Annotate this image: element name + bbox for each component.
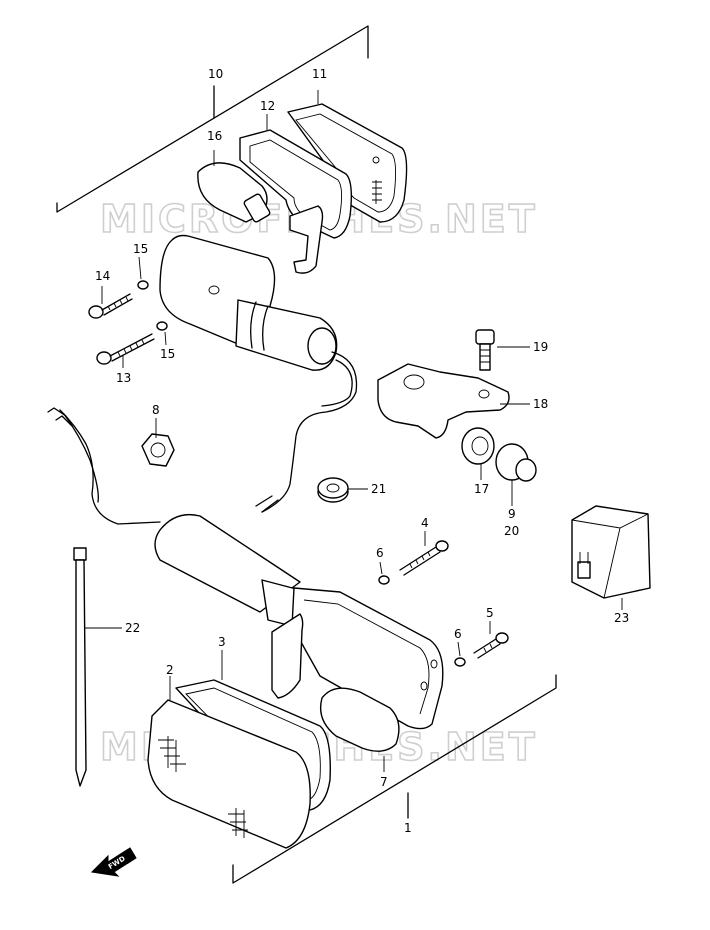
callout-1: 1 xyxy=(404,821,412,835)
part-17-rubber xyxy=(461,427,495,465)
part-6-washer-a xyxy=(378,575,390,585)
callout-23: 23 xyxy=(614,611,629,625)
callout-20: 20 xyxy=(504,524,519,538)
callout-2: 2 xyxy=(166,663,174,677)
callout-3: 3 xyxy=(218,635,226,649)
part-18-bracket xyxy=(377,363,510,439)
callout-11: 11 xyxy=(312,67,327,81)
callout-numbers: 10 11 12 16 15 14 15 13 8 21 19 18 17 9 … xyxy=(95,67,629,835)
fwd-arrow-icon: FWD xyxy=(90,847,137,877)
lamp-clip-bottom xyxy=(271,613,304,699)
bottom-lamp-wire xyxy=(47,407,161,525)
callout-15a: 15 xyxy=(133,242,148,256)
callout-9: 9 xyxy=(508,507,516,521)
callout-13: 13 xyxy=(116,371,131,385)
callout-17: 17 xyxy=(474,482,489,496)
callout-8: 8 xyxy=(152,403,160,417)
callout-6a: 6 xyxy=(376,546,384,560)
callout-19: 19 xyxy=(533,340,548,354)
part-14-screw xyxy=(88,293,133,319)
callout-21: 21 xyxy=(371,482,386,496)
callout-5: 5 xyxy=(486,606,494,620)
callout-7: 7 xyxy=(380,775,388,789)
part-5-screw xyxy=(473,632,509,659)
assembly-bracket-10 xyxy=(56,25,369,213)
part-15-washer-b xyxy=(156,321,168,331)
part-23-relay xyxy=(571,505,651,599)
part-4-screw xyxy=(399,540,449,576)
part-21-grommet xyxy=(317,477,349,503)
callout-15b: 15 xyxy=(160,347,175,361)
top-lamp-housing xyxy=(159,234,358,513)
part-12-gasket xyxy=(239,114,353,239)
leader-lines xyxy=(84,256,623,657)
callout-12: 12 xyxy=(260,99,275,113)
callout-10: 10 xyxy=(208,67,223,81)
lamp-clip-top xyxy=(289,205,324,274)
part-19-bolt xyxy=(475,329,495,371)
assembly-bracket-1 xyxy=(232,674,557,884)
part-9-rubber xyxy=(495,443,537,482)
callout-22: 22 xyxy=(125,621,140,635)
callout-16: 16 xyxy=(207,129,222,143)
bottom-lamp-housing xyxy=(154,513,444,730)
callout-6b: 6 xyxy=(454,627,462,641)
part-16-bulb xyxy=(197,150,271,223)
part-8-nut xyxy=(141,433,175,467)
part-2-lens xyxy=(147,676,311,849)
callout-4: 4 xyxy=(421,516,429,530)
part-22-cable-tie xyxy=(73,547,87,787)
part-13-screw xyxy=(96,333,155,365)
callout-18: 18 xyxy=(533,397,548,411)
part-7-bulb xyxy=(319,687,400,772)
callout-14: 14 xyxy=(95,269,110,283)
part-15-washer-a xyxy=(137,280,149,290)
part-6-washer-b xyxy=(454,657,466,667)
